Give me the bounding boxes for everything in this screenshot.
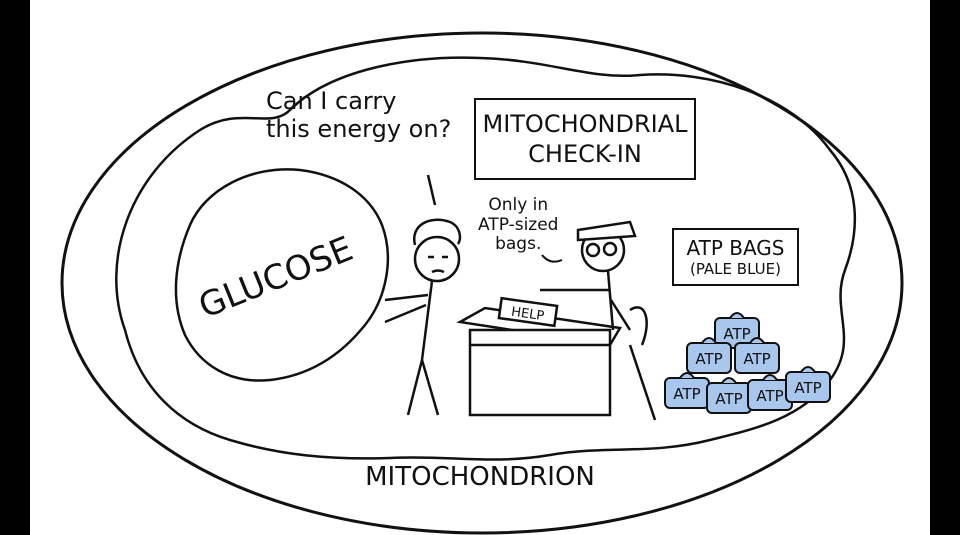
speech-line: bags. xyxy=(495,234,542,255)
sign-line: (PALE BLUE) xyxy=(689,260,781,278)
outer-membrane xyxy=(60,31,904,535)
atp-bag-label: ATP xyxy=(743,350,770,368)
sign-line: ATP BAGS xyxy=(686,236,785,260)
speech-line: Can I carry xyxy=(266,87,397,115)
comic-drawing: GLUCOSE HELP xyxy=(60,31,904,535)
speech-line: Only in xyxy=(488,195,549,215)
atp-bag-pile xyxy=(664,312,831,414)
atp-bag-label: ATP xyxy=(695,350,722,368)
guard xyxy=(540,220,657,421)
tired-person xyxy=(384,174,462,416)
sign-line: MITOCHONDRIAL xyxy=(482,110,688,138)
speech-line: ATP-sized xyxy=(478,214,559,235)
atp-bags-sign: ATP BAGS (PALE BLUE) xyxy=(672,228,799,286)
speech-bubble-guard: Only in ATP-sized bags. xyxy=(478,195,559,255)
atp-bag-label: ATP xyxy=(715,390,742,408)
organelle-label: MITOCHONDRION xyxy=(365,462,595,492)
atp-bag-label: ATP xyxy=(756,387,783,405)
atp-bag-label: ATP xyxy=(794,379,821,397)
atp-bag-label: ATP xyxy=(673,385,700,403)
speech-line: this energy on? xyxy=(266,114,452,143)
sign-line: CHECK-IN xyxy=(528,140,642,168)
check-in-desk xyxy=(456,296,623,417)
help-sign: HELP xyxy=(510,305,545,324)
glucose-boulder xyxy=(174,168,390,382)
guard-speech-tail xyxy=(541,254,563,263)
comic-panel: GLUCOSE HELP xyxy=(30,0,930,535)
inner-membrane xyxy=(115,56,857,461)
check-in-sign: MITOCHONDRIAL CHECK-IN xyxy=(474,98,696,180)
atp-bag-label: ATP xyxy=(723,325,750,343)
speech-bubble-person: Can I carry this energy on? xyxy=(266,87,452,143)
